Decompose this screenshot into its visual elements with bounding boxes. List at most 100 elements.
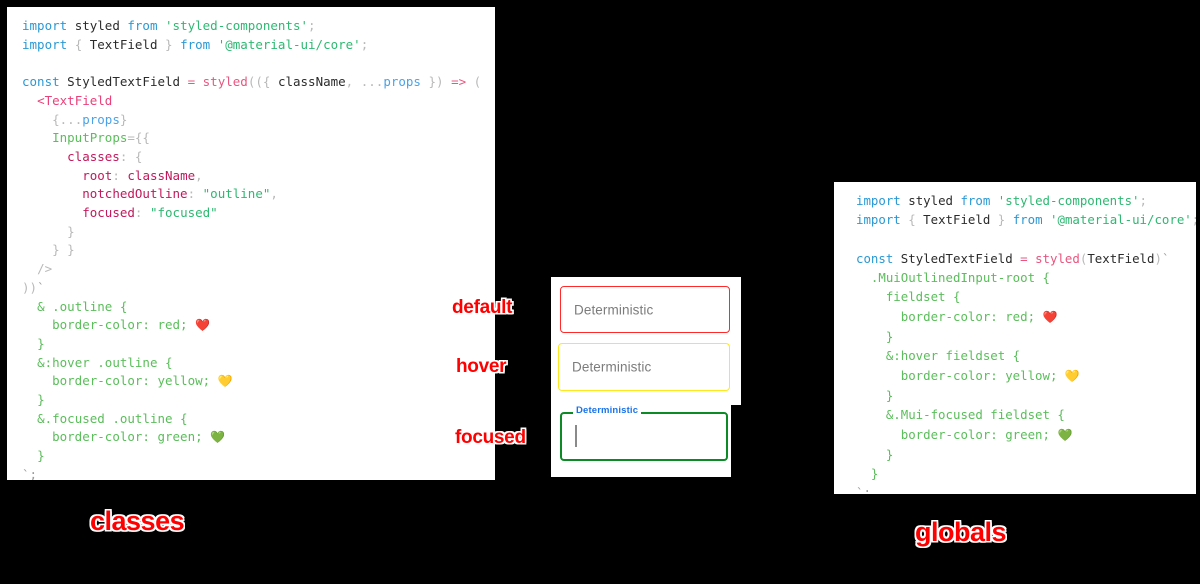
- code-token: styled: [908, 193, 953, 208]
- code-token: :: [187, 186, 196, 202]
- code-token: import: [856, 212, 901, 228]
- code-token: {: [262, 74, 271, 90]
- code-token: [856, 427, 901, 442]
- code-line: }: [22, 391, 495, 410]
- annotation-hover: hover: [456, 356, 507, 377]
- code-token: import: [22, 18, 68, 33]
- code-token: {: [908, 212, 916, 228]
- code-token: [22, 317, 52, 332]
- textfield-default[interactable]: Deterministic: [560, 286, 730, 333]
- code-line: focused: "focused": [22, 204, 495, 223]
- code-token: [22, 411, 37, 426]
- code-token: [990, 193, 997, 208]
- code-token: TextField: [1087, 250, 1155, 266]
- code-line: const StyledTextField = styled(({ classN…: [22, 73, 495, 92]
- code-token: [22, 261, 37, 276]
- code-token: classes: [67, 148, 120, 164]
- code-token: [22, 448, 37, 463]
- code-token: [22, 392, 37, 407]
- code-line: }: [22, 223, 495, 242]
- code-token: `;: [856, 485, 871, 494]
- code-token: border-color: green;: [900, 426, 1050, 442]
- code-token: [67, 18, 75, 33]
- code-line: InputProps={{: [22, 129, 495, 148]
- code-token: }: [37, 335, 45, 351]
- code-token: =: [1020, 250, 1028, 266]
- code-line: } }: [22, 241, 495, 260]
- code-token: [180, 74, 188, 89]
- code-token: [22, 336, 37, 351]
- code-line: classes: {: [22, 148, 495, 167]
- code-token: [210, 373, 218, 388]
- code-token: 💚: [210, 430, 226, 445]
- code-token: TextField: [89, 36, 158, 52]
- code-token: }: [67, 223, 75, 239]
- textfield-focused[interactable]: Deterministic: [560, 405, 728, 461]
- code-token: [856, 466, 871, 481]
- code-panel-globals: import styled from 'styled-components';i…: [834, 182, 1196, 494]
- code-token: [210, 37, 218, 52]
- code-token: StyledTextField: [67, 74, 181, 90]
- code-token: & .outline {: [37, 298, 128, 314]
- code-line: {...props}: [22, 111, 495, 130]
- panel-title-classes: classes: [90, 506, 185, 536]
- code-line: &:hover .outline {: [22, 354, 495, 373]
- code-token: [195, 186, 203, 201]
- code-token: '@material-ui/core': [1050, 212, 1192, 228]
- code-token: [195, 74, 203, 89]
- code-token: ❤️: [195, 318, 211, 333]
- code-line: />: [22, 260, 495, 279]
- code-token: from: [960, 193, 991, 208]
- code-token: [22, 373, 52, 388]
- code-panel-classes: import styled from 'styled-components';i…: [7, 7, 495, 480]
- code-token: 'styled-components': [165, 18, 309, 33]
- code-token: [22, 205, 82, 220]
- code-token: ((: [247, 74, 263, 90]
- code-token: }: [885, 387, 894, 403]
- code-line: `;: [22, 466, 495, 480]
- code-token: border-color: green;: [52, 429, 203, 445]
- code-token: [127, 149, 135, 164]
- textfield-focused-floating-label: Deterministic: [573, 405, 642, 416]
- code-token: [22, 168, 82, 183]
- code-token: className: [127, 167, 196, 183]
- panel-title-globals: globals: [915, 517, 1007, 547]
- textfield-hover[interactable]: Deterministic: [558, 343, 730, 391]
- code-token: TextField: [44, 92, 113, 108]
- code-token: "outline": [202, 186, 271, 202]
- code-token: [22, 93, 37, 108]
- code-token: ;: [1192, 212, 1196, 227]
- code-line: const StyledTextField = styled(TextField…: [856, 249, 1196, 268]
- code-line: }: [22, 447, 495, 466]
- code-token: StyledTextField: [900, 250, 1013, 266]
- code-line: .MuiOutlinedInput-root {: [856, 268, 1196, 287]
- code-line: `;: [856, 483, 1196, 494]
- code-token: from: [1012, 212, 1043, 228]
- code-token: [1043, 212, 1050, 227]
- code-token: {: [134, 148, 143, 164]
- code-token: [157, 18, 165, 33]
- code-token: [22, 186, 82, 201]
- code-token: [142, 205, 150, 220]
- code-token: (: [473, 74, 482, 90]
- code-line: border-color: green; 💚: [856, 425, 1196, 445]
- code-token: />: [37, 261, 53, 277]
- code-line: ))`: [22, 279, 495, 298]
- code-line: fieldset {: [856, 287, 1196, 306]
- code-line: }: [856, 386, 1196, 405]
- code-token: [22, 429, 52, 444]
- code-token: ,: [345, 74, 354, 90]
- code-token: )): [22, 279, 38, 295]
- code-token: [856, 289, 886, 304]
- code-token: props: [82, 111, 120, 127]
- code-token: [856, 329, 886, 344]
- code-token: `;: [22, 466, 38, 480]
- code-token: ❤️: [1042, 309, 1058, 324]
- code-token: [188, 317, 196, 332]
- code-token: }: [52, 242, 60, 258]
- code-line: & .outline {: [22, 298, 495, 317]
- code-token: 'styled-components': [997, 193, 1140, 208]
- code-token: import: [22, 36, 68, 52]
- code-line: border-color: yellow; 💛: [856, 366, 1196, 386]
- code-token: [22, 112, 52, 127]
